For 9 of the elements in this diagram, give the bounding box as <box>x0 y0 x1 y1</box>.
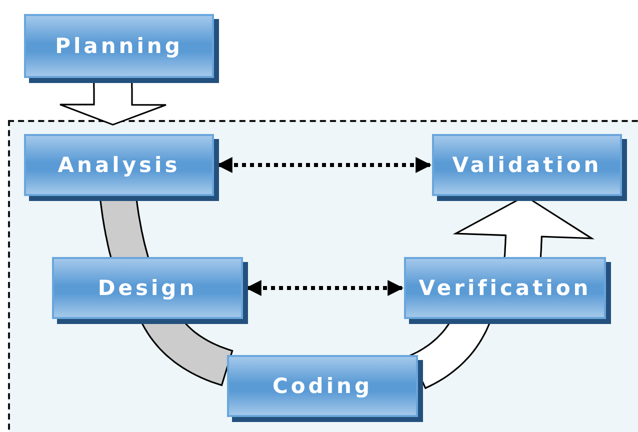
box-label: Verification <box>418 276 592 300</box>
box-label: Planning <box>55 34 183 58</box>
dotted-arrow <box>216 157 432 173</box>
box-label: Design <box>98 276 198 300</box>
box-label: Coding <box>272 374 373 398</box>
box-label: Analysis <box>58 153 180 177</box>
dashed-region <box>8 120 638 432</box>
dotted-arrow <box>245 280 404 296</box>
box-label: Validation <box>452 153 602 177</box>
